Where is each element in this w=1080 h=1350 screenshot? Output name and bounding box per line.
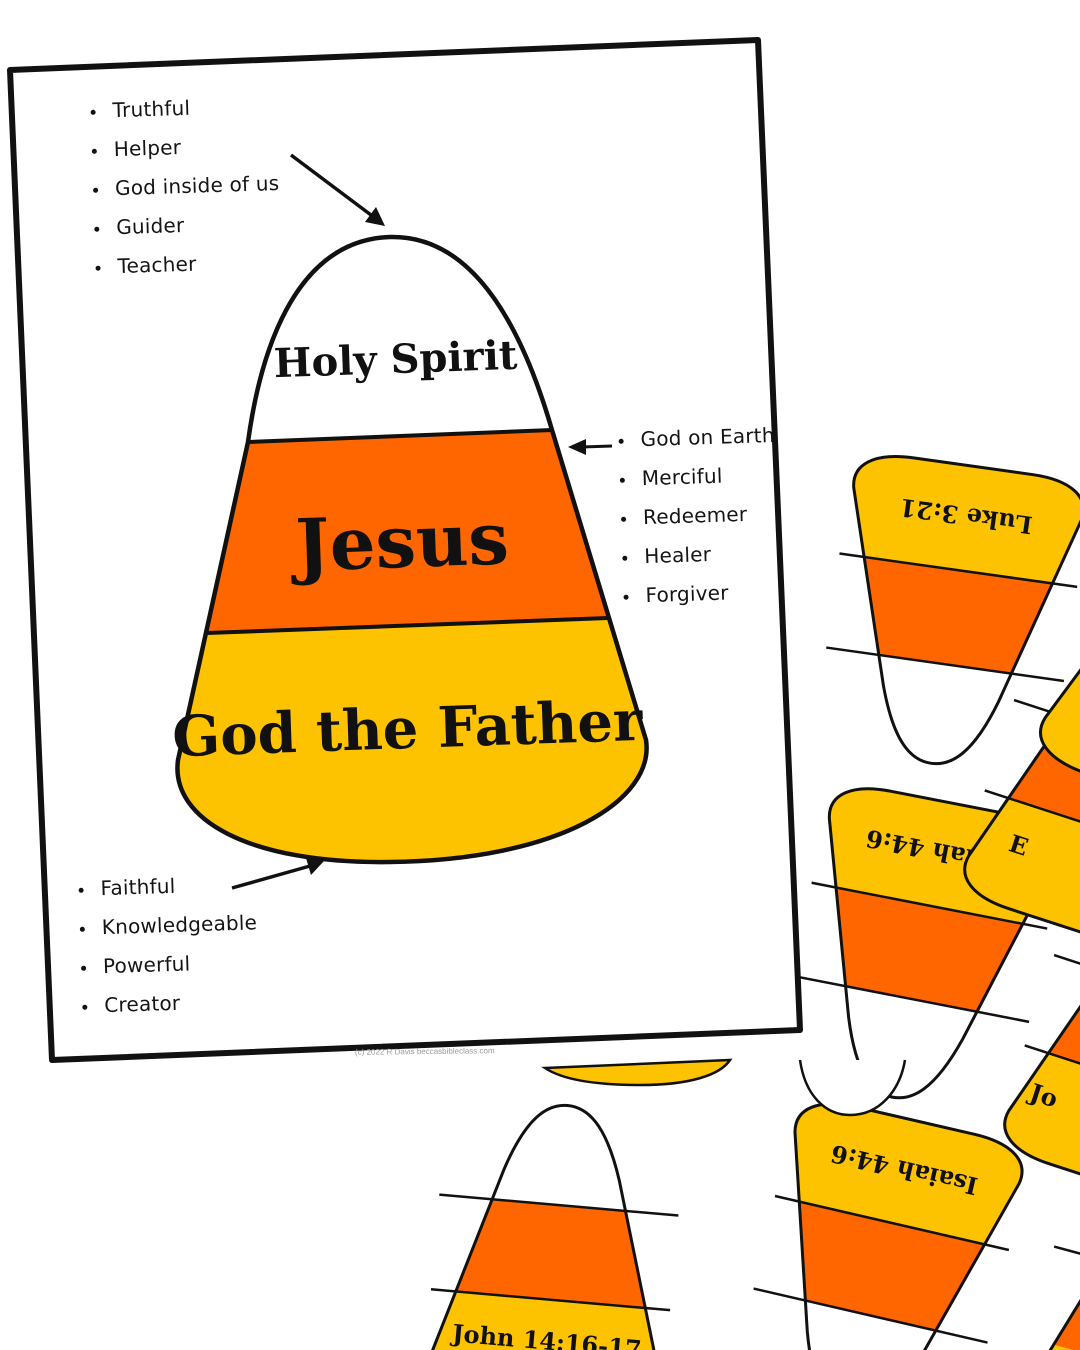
father-traits: Faithful Knowledgeable Powerful Creator [74, 864, 260, 1026]
trait-item: Forgiver [619, 572, 780, 616]
trait-item: Creator [78, 981, 260, 1026]
trait-item: Faithful [74, 864, 256, 909]
trait-item: Healer [618, 533, 779, 577]
trait-item: Powerful [76, 942, 258, 987]
label-holy-spirit: Holy Spirit [273, 332, 519, 387]
jesus-traits: God on Earth Merciful Redeemer Healer Fo… [614, 416, 780, 616]
band-jesus [207, 430, 608, 633]
trait-item: Guider [90, 203, 281, 248]
band-god-the-father [177, 618, 647, 863]
card-partial-right-middle[interactable]: Jo [978, 847, 1080, 1236]
trait-item: Merciful [615, 455, 776, 499]
trait-item: Redeemer [616, 494, 777, 538]
trait-item: Teacher [91, 242, 282, 287]
trait-item: Truthful [86, 86, 277, 131]
arrow-to-jesus [568, 439, 613, 455]
trinity-candy-corn: Holy Spirit Jesus God the Father [171, 234, 649, 865]
arrow-to-holy-spirit [289, 153, 385, 226]
card-partial-tip [798, 1059, 907, 1117]
band-holy-spirit [248, 236, 552, 442]
trait-item: God inside of us [88, 164, 280, 209]
copyright-credit: (c) 2022 R Davis beccasbibleclass.com [354, 1046, 495, 1057]
card-partial-top-right[interactable] [1013, 457, 1080, 851]
label-jesus: Jesus [288, 495, 510, 588]
holy-spirit-traits: Truthful Helper God inside of us Guider … [86, 86, 282, 287]
trait-item: God on Earth [614, 416, 775, 460]
card-partial-under-page [541, 1058, 733, 1087]
trait-item: Knowledgeable [75, 903, 257, 948]
label-god-the-father: God the Father [171, 688, 645, 770]
trait-item: Helper [87, 125, 278, 170]
